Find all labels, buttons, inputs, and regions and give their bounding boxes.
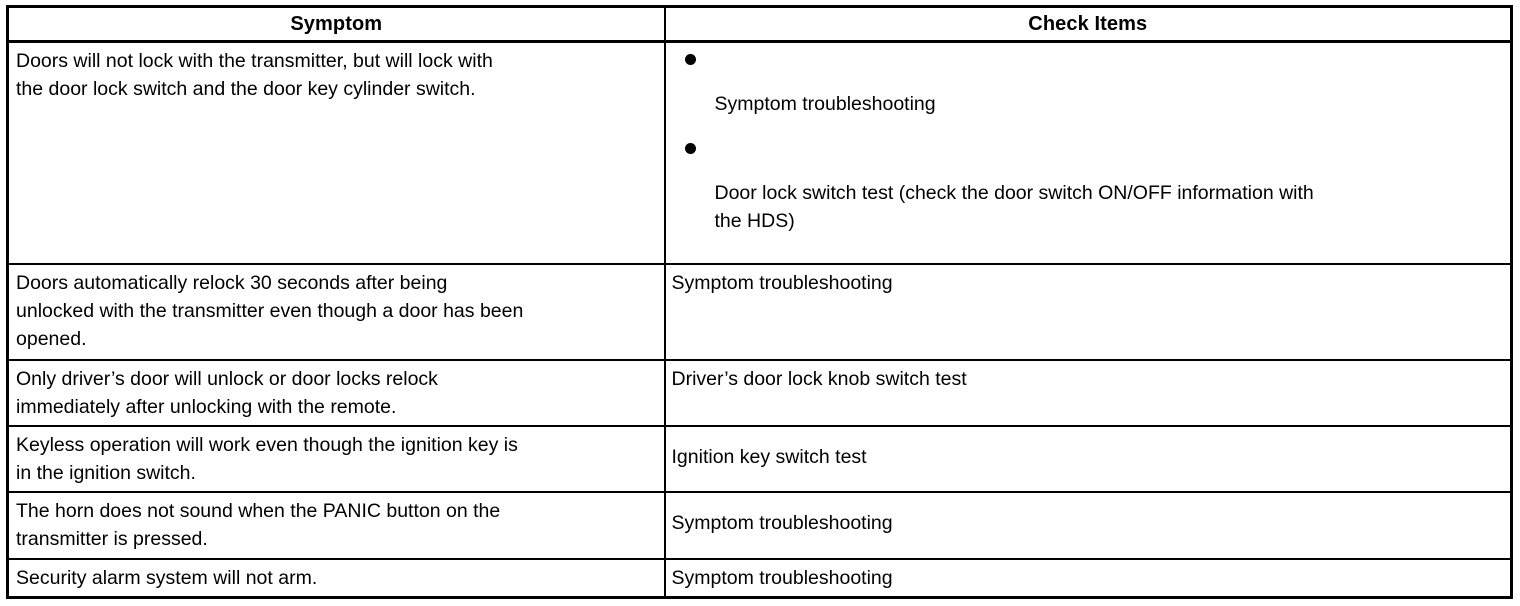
table-row: Keyless operation will work even though … — [6, 425, 1513, 493]
symptom-text: Only driver’s door will unlock or door l… — [16, 368, 438, 418]
symptom-cell: Doors will not lock with the transmitter… — [6, 40, 666, 265]
check-items-text: Driver’s door lock knob switch test — [671, 368, 967, 390]
symptom-text: Security alarm system will not arm. — [16, 567, 318, 589]
check-items-text: Symptom troubleshooting — [671, 272, 893, 294]
symptom-text: Doors will not lock with the transmitter… — [16, 50, 493, 100]
symptom-check-items-table: Symptom Check Items Doors will not lock … — [6, 5, 1513, 599]
bullet-dot-icon — [684, 54, 696, 65]
symptom-cell: Only driver’s door will unlock or door l… — [6, 359, 666, 427]
table-row: Doors will not lock with the transmitter… — [6, 40, 1513, 265]
table-header-row: Symptom Check Items — [6, 5, 1513, 43]
symptom-text: The horn does not sound when the PANIC b… — [16, 500, 501, 550]
check-items-text: Symptom troubleshooting — [671, 567, 893, 589]
table-row: The horn does not sound when the PANIC b… — [6, 491, 1513, 560]
column-header-check-items: Check Items — [663, 5, 1513, 43]
bullet-item-text: Door lock switch test (check the door sw… — [714, 182, 1314, 232]
bullet-item-text: Symptom troubleshooting — [714, 93, 936, 115]
symptom-text: Doors automatically relock 30 seconds af… — [16, 272, 524, 350]
symptom-cell: Security alarm system will not arm. — [6, 558, 666, 599]
symptom-cell: Doors automatically relock 30 seconds af… — [6, 263, 666, 361]
check-items-cell: Symptom troubleshooting Door lock switch… — [663, 40, 1513, 265]
table-row: Doors automatically relock 30 seconds af… — [6, 263, 1513, 361]
check-items-bullet-list: Symptom troubleshooting Door lock switch… — [666, 43, 1511, 235]
table-row: Security alarm system will not arm. Symp… — [6, 558, 1513, 599]
table-body: Doors will not lock with the transmitter… — [6, 40, 1513, 599]
bullet-list-item: Symptom troubleshooting — [666, 43, 1511, 118]
symptom-text: Keyless operation will work even though … — [16, 434, 518, 484]
bullet-dot-icon — [684, 143, 696, 154]
table-header: Symptom Check Items — [6, 5, 1513, 43]
check-items-cell: Symptom troubleshooting — [663, 491, 1513, 560]
check-items-cell: Driver’s door lock knob switch test — [663, 359, 1513, 427]
check-items-text: Ignition key switch test — [671, 446, 867, 468]
check-items-cell: Symptom troubleshooting — [663, 558, 1513, 599]
check-items-cell: Ignition key switch test — [663, 425, 1513, 493]
bullet-list-item: Door lock switch test (check the door sw… — [666, 132, 1511, 235]
table-row: Only driver’s door will unlock or door l… — [6, 359, 1513, 427]
symptom-cell: The horn does not sound when the PANIC b… — [6, 491, 666, 560]
check-items-text: Symptom troubleshooting — [671, 512, 893, 534]
column-header-symptom: Symptom — [6, 5, 666, 43]
check-items-cell: Symptom troubleshooting — [663, 263, 1513, 361]
symptom-cell: Keyless operation will work even though … — [6, 425, 666, 493]
